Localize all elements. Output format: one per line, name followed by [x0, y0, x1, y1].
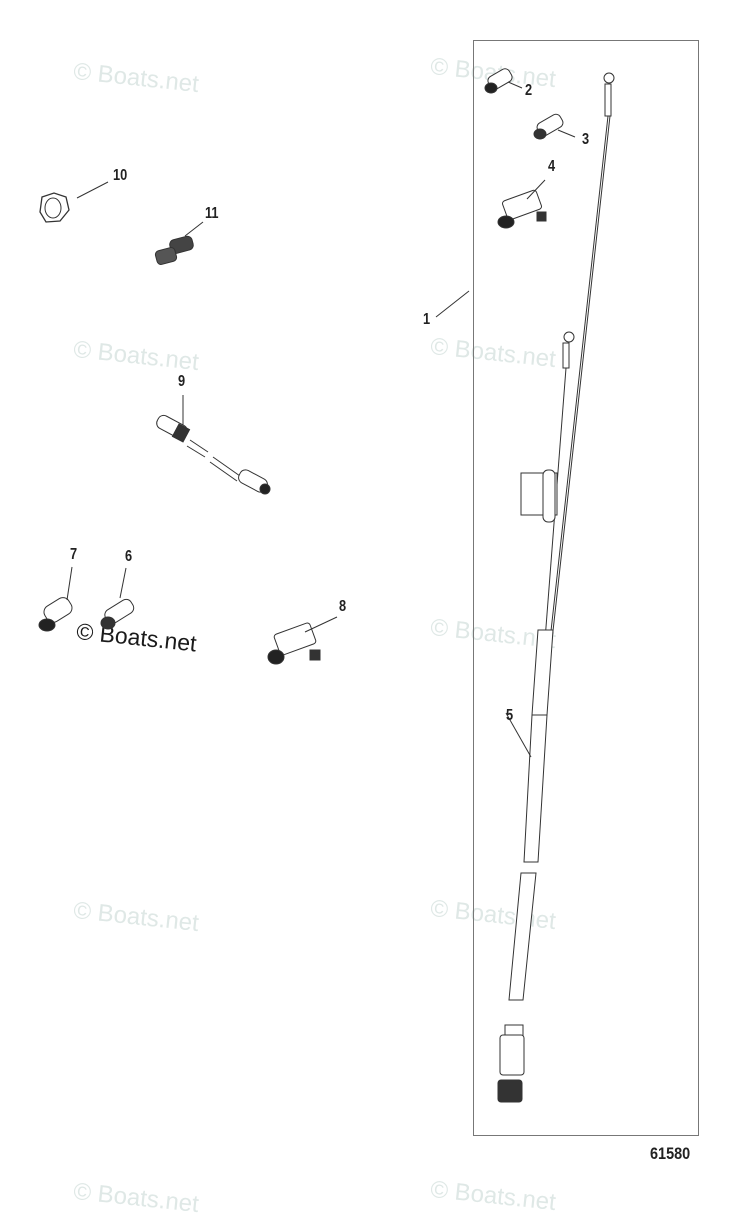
- callout-6: 6: [125, 548, 133, 565]
- callout-9: 9: [178, 373, 186, 390]
- callout-10: 10: [113, 167, 128, 184]
- cable-kit-box: [473, 40, 699, 1136]
- extension-cable-icon: [156, 395, 271, 495]
- figure-number: 61580: [650, 1144, 691, 1163]
- connector-plug-icon: [533, 113, 576, 140]
- terminator-plug-icon: [100, 567, 135, 630]
- connector-plug-icon: [484, 68, 523, 94]
- tee-connector-icon: [267, 616, 338, 665]
- callout-11: 11: [205, 205, 219, 222]
- callout-5: 5: [506, 707, 514, 724]
- callout-7: 7: [70, 546, 78, 563]
- callout-8: 8: [339, 598, 347, 615]
- tee-connector-icon: [497, 179, 547, 229]
- callout-3: 3: [582, 131, 590, 148]
- callout-1: 1: [423, 311, 431, 328]
- callout-4: 4: [548, 158, 556, 175]
- callout-2: 2: [525, 82, 533, 99]
- hex-nut-icon: [39, 181, 109, 223]
- terminator-plug-icon: [38, 566, 73, 632]
- cap-plug-icon: [154, 221, 204, 265]
